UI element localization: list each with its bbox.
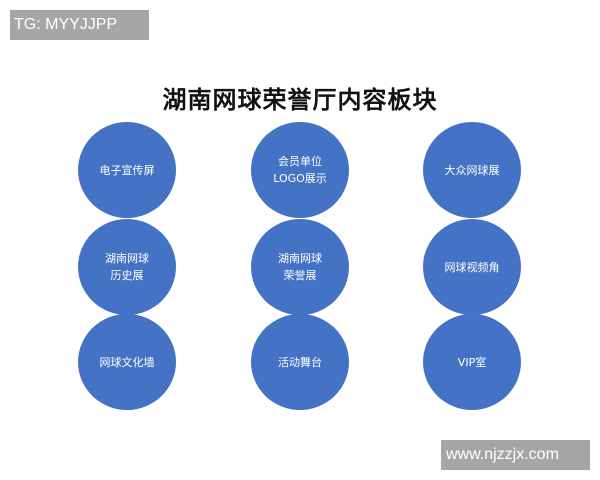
node-culture-wall: 网球文化墙 [78,314,176,410]
node-label: 湖南网球 历史展 [105,252,149,282]
node-label: 大众网球展 [444,163,500,177]
diagram-title: 湖南网球荣誉厅内容板块 [162,85,438,114]
node-video-corner: 网球视频角 [423,219,521,315]
watermark-bottom-right: www.njzzjx.com [441,440,590,470]
node-label: 网球视频角 [444,260,500,274]
watermark-top-left: TG: MYYJJPP [10,10,149,40]
node-label: VIP室 [457,355,487,369]
node-label: 会员单位 LOGO展示 [273,155,327,185]
node-label: 活动舞台 [278,355,322,369]
node-activity-stage: 活动舞台 [251,314,349,410]
node-member-logo: 会员单位 LOGO展示 [251,122,349,218]
node-vip-room: VIP室 [423,314,521,410]
node-label: 湖南网球 荣誉展 [278,252,322,282]
node-electronic-screen: 电子宣传屏 [78,122,176,218]
node-hunan-history: 湖南网球 历史展 [78,219,176,315]
node-public-tennis-exhibit: 大众网球展 [423,122,521,218]
node-hunan-honors: 湖南网球 荣誉展 [251,219,349,315]
node-label: 电子宣传屏 [99,163,155,177]
node-label: 网球文化墙 [99,355,155,369]
